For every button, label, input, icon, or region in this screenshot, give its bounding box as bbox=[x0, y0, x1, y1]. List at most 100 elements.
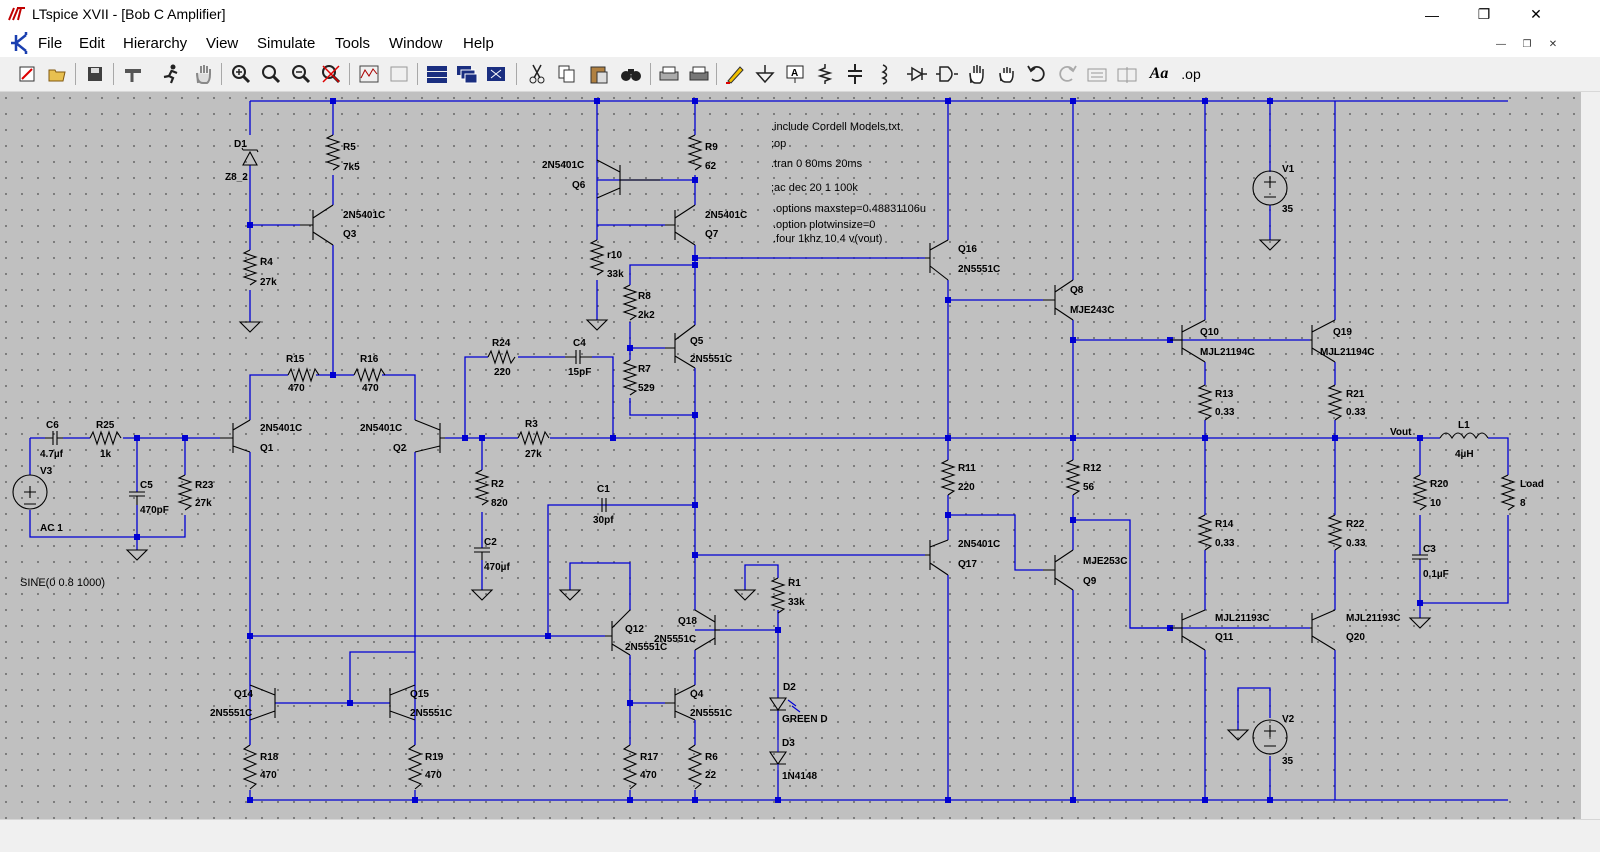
run-button[interactable] bbox=[158, 61, 184, 87]
label-r9: R9 bbox=[705, 142, 718, 153]
mdi-restore-button[interactable]: ❐ bbox=[1522, 38, 1532, 50]
resistor-button[interactable] bbox=[812, 61, 838, 87]
schematic-canvas[interactable]: D1 Z8_2 R5 7k5 2N5401C Q3 R4 27k 2N5401C… bbox=[0, 92, 1581, 819]
component-labels: D1 Z8_2 R5 7k5 2N5401C Q3 R4 27k 2N5401C… bbox=[20, 139, 1544, 782]
value-r18: 470 bbox=[260, 770, 277, 781]
mdi-minimize-button[interactable]: — bbox=[1496, 38, 1506, 50]
directive-op: ;op bbox=[771, 138, 786, 150]
copy-button[interactable] bbox=[554, 61, 580, 87]
value-r22: 0.33 bbox=[1346, 538, 1366, 549]
label-r5: R5 bbox=[343, 142, 356, 153]
capacitor-button[interactable] bbox=[842, 61, 868, 87]
close-all-button[interactable] bbox=[484, 61, 510, 87]
zoom-fit-button[interactable] bbox=[318, 61, 344, 87]
menu-tools[interactable]: Tools bbox=[335, 35, 371, 52]
value-r8: 2k2 bbox=[638, 310, 655, 321]
zoom-in-button[interactable] bbox=[228, 61, 254, 87]
save-button[interactable] bbox=[82, 61, 108, 87]
value-r20: 10 bbox=[1430, 498, 1442, 509]
control-panel-button[interactable] bbox=[120, 61, 146, 87]
undo-button[interactable] bbox=[1024, 61, 1050, 87]
value-r16: 470 bbox=[362, 383, 379, 394]
tile-button[interactable] bbox=[424, 61, 450, 87]
move-button[interactable] bbox=[964, 61, 990, 87]
resistor-icon bbox=[817, 64, 833, 84]
autorange-button[interactable] bbox=[356, 61, 382, 87]
value-q7: 2N5401C bbox=[705, 210, 747, 221]
plot-settings-button[interactable] bbox=[386, 61, 412, 87]
draw-wire-button[interactable] bbox=[722, 61, 748, 87]
menu-view[interactable]: View bbox=[206, 35, 239, 52]
value-q2: 2N5401C bbox=[360, 423, 402, 434]
new-schematic-button[interactable] bbox=[14, 61, 40, 87]
directive-ac: ;ac dec 20 1 100k bbox=[771, 182, 858, 194]
label-r8: R8 bbox=[638, 291, 651, 302]
cascade-button[interactable] bbox=[454, 61, 480, 87]
label-r17: R17 bbox=[640, 752, 659, 763]
inductor-button[interactable] bbox=[872, 61, 898, 87]
cut-button[interactable] bbox=[524, 61, 550, 87]
spice-directives[interactable]: .include Cordell Models.txt ;op .tran 0 … bbox=[771, 121, 926, 245]
minimize-button[interactable]: — bbox=[1406, 0, 1458, 29]
tile-windows-icon bbox=[427, 66, 447, 83]
value-r17: 470 bbox=[640, 770, 657, 781]
label-q17: Q17 bbox=[958, 559, 977, 570]
diode-button[interactable] bbox=[904, 61, 930, 87]
menu-hierarchy[interactable]: Hierarchy bbox=[123, 35, 188, 52]
label-q6: Q6 bbox=[572, 180, 586, 191]
value-r6: 22 bbox=[705, 770, 717, 781]
label-q4: Q4 bbox=[690, 689, 704, 700]
pencil-icon bbox=[726, 66, 744, 84]
menu-simulate[interactable]: Simulate bbox=[257, 35, 316, 52]
text-button[interactable]: Aa bbox=[1146, 61, 1172, 87]
print-button[interactable] bbox=[686, 61, 712, 87]
text-icon: Aa bbox=[1149, 65, 1169, 82]
label-q1: Q1 bbox=[260, 443, 274, 454]
value-c1: 30pf bbox=[593, 515, 614, 526]
ground-icon bbox=[755, 65, 775, 84]
ground-button[interactable] bbox=[752, 61, 778, 87]
label-q8: Q8 bbox=[1070, 285, 1084, 296]
ltspice-logo-icon bbox=[8, 7, 25, 21]
label-r25: R25 bbox=[96, 420, 115, 431]
open-button[interactable] bbox=[44, 61, 70, 87]
value-q16: 2N5551C bbox=[958, 264, 1000, 275]
value-c3: 0.1µF bbox=[1423, 569, 1449, 580]
directive-include: .include Cordell Models.txt bbox=[771, 121, 900, 133]
value-q11: MJL21193C bbox=[1215, 613, 1269, 624]
close-button[interactable]: ✕ bbox=[1510, 0, 1562, 29]
maximize-button[interactable]: ❐ bbox=[1458, 0, 1510, 29]
menu-window[interactable]: Window bbox=[389, 35, 443, 52]
redo-button[interactable] bbox=[1054, 61, 1080, 87]
value-r12: 56 bbox=[1083, 482, 1095, 493]
menu-help[interactable]: Help bbox=[463, 35, 494, 52]
mirror-icon bbox=[1117, 67, 1137, 83]
restore-icon: ❐ bbox=[1477, 6, 1491, 22]
label-v1: V1 bbox=[1282, 164, 1295, 175]
schematic-drawing[interactable]: D1 Z8_2 R5 7k5 2N5401C Q3 R4 27k 2N5401C… bbox=[0, 92, 1581, 819]
value-v2: 35 bbox=[1282, 756, 1294, 767]
label-q7: Q7 bbox=[705, 229, 719, 240]
halt-button[interactable] bbox=[190, 61, 216, 87]
label-v2: V2 bbox=[1282, 714, 1295, 725]
print-preview-button[interactable] bbox=[656, 61, 682, 87]
value-q20: MJL21193C bbox=[1346, 613, 1400, 624]
rotate-button[interactable] bbox=[1084, 61, 1110, 87]
menu-file[interactable]: File bbox=[38, 35, 63, 52]
paste-button[interactable] bbox=[586, 61, 612, 87]
value-q17: 2N5401C bbox=[958, 539, 1000, 550]
cascade-windows-icon bbox=[457, 66, 478, 84]
drag-button[interactable] bbox=[994, 61, 1020, 87]
find-button[interactable] bbox=[618, 61, 644, 87]
pan-button[interactable] bbox=[258, 61, 284, 87]
label-r6: R6 bbox=[705, 752, 718, 763]
spice-directive-button[interactable]: .op bbox=[1178, 61, 1204, 87]
component-button[interactable] bbox=[934, 61, 960, 87]
value-d2: GREEN D bbox=[782, 714, 828, 725]
zoom-out-button[interactable] bbox=[288, 61, 314, 87]
mirror-button[interactable] bbox=[1114, 61, 1140, 87]
label-net-button[interactable]: A bbox=[782, 61, 808, 87]
menu-edit[interactable]: Edit bbox=[79, 35, 105, 52]
mdi-close-button[interactable]: ✕ bbox=[1548, 38, 1558, 50]
vertical-scrollbar[interactable] bbox=[1581, 92, 1600, 819]
